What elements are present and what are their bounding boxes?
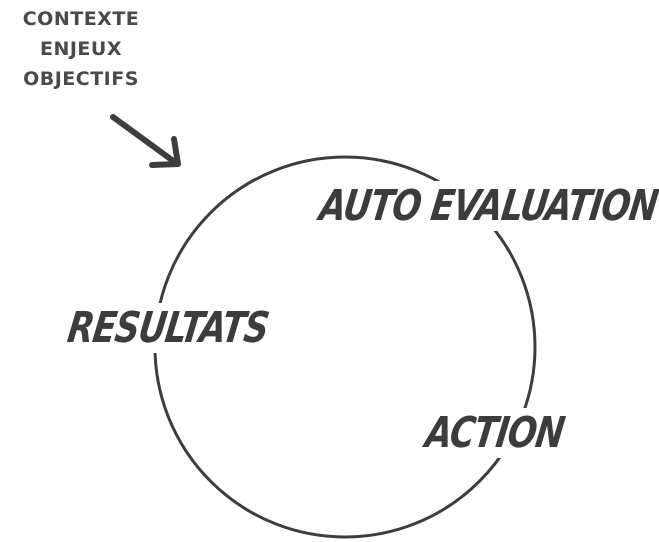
context-line-objectifs: OBJECTIFS xyxy=(23,68,139,90)
context-line-contexte: CONTEXTE xyxy=(22,8,140,30)
step-label-action: ACTION xyxy=(420,408,569,458)
step-label-auto-evaluation: AUTO EVALUATION xyxy=(314,181,659,231)
context-block: CONTEXTE ENJEUX OBJECTIFS xyxy=(0,4,162,94)
step-label-resultats: RESULTATS xyxy=(62,303,274,353)
context-line-enjeux: ENJEUX xyxy=(39,38,122,60)
arrow-down-right-icon xyxy=(110,114,181,168)
